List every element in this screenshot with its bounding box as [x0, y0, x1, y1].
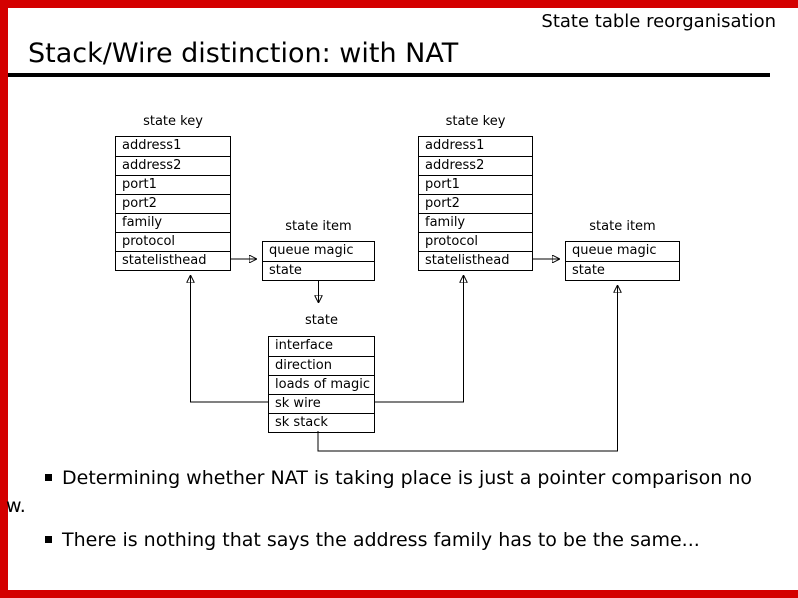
table-row: statelisthead [419, 251, 532, 270]
frame-left [0, 0, 8, 598]
bullet-line: w. [6, 492, 792, 520]
bullet-line: Determining whether NAT is taking place … [6, 464, 792, 492]
state-item-1-label: state item [285, 219, 352, 234]
slide-title: Stack/Wire distinction: with NAT [28, 38, 459, 69]
table-row: address2 [419, 156, 532, 175]
table-row: state [566, 261, 679, 280]
table-row: interface [275, 338, 333, 353]
state-item-table-2: queue magic state [565, 241, 680, 281]
table-row: protocol [116, 232, 230, 251]
table-row: direction [269, 356, 374, 375]
table-row: protocol [419, 232, 532, 251]
table-row: address1 [425, 138, 485, 153]
bullet-text: Determining whether NAT is taking place … [62, 467, 753, 489]
table-row: state [263, 261, 374, 280]
table-row: port2 [419, 194, 532, 213]
table-row: sk stack [269, 413, 374, 432]
state-key-table-1: address1 address2 port1 port2 family pro… [115, 136, 231, 271]
title-rule [8, 73, 770, 77]
table-row: port1 [419, 175, 532, 194]
table-row: address1 [122, 138, 182, 153]
table-row: family [419, 213, 532, 232]
bullet-icon [45, 474, 52, 481]
table-row: loads of magic [269, 375, 374, 394]
arrow-sk-stack-to-key2 [375, 275, 464, 403]
frame-top [0, 0, 798, 8]
state-item-table-1: queue magic state [262, 241, 375, 281]
state-item-2-label: state item [589, 219, 656, 234]
state-table-label: state [305, 313, 338, 328]
bullet-icon [45, 536, 52, 543]
state-table: interface direction loads of magic sk wi… [268, 336, 375, 433]
table-row: port2 [116, 194, 230, 213]
bullet-text: There is nothing that says the address f… [62, 529, 700, 551]
deck-title: State table reorganisation [541, 11, 776, 32]
frame-bottom [0, 590, 798, 598]
state-key-1-label: state key [143, 114, 203, 129]
bullet-list: Determining whether NAT is taking place … [6, 464, 792, 554]
state-key-table-2: address1 address2 port1 port2 family pro… [418, 136, 533, 271]
state-key-2-label: state key [445, 114, 506, 129]
table-row: sk wire [269, 394, 374, 413]
table-row: queue magic [269, 243, 354, 258]
table-row: port1 [116, 175, 230, 194]
table-row: family [116, 213, 230, 232]
bullet-text: w. [6, 495, 26, 517]
table-row: queue magic [572, 243, 657, 258]
bullet-line: There is nothing that says the address f… [6, 526, 792, 554]
table-row: statelisthead [116, 251, 230, 270]
table-row: address2 [116, 156, 230, 175]
arrow-sk-wire-to-key1 [191, 275, 268, 403]
